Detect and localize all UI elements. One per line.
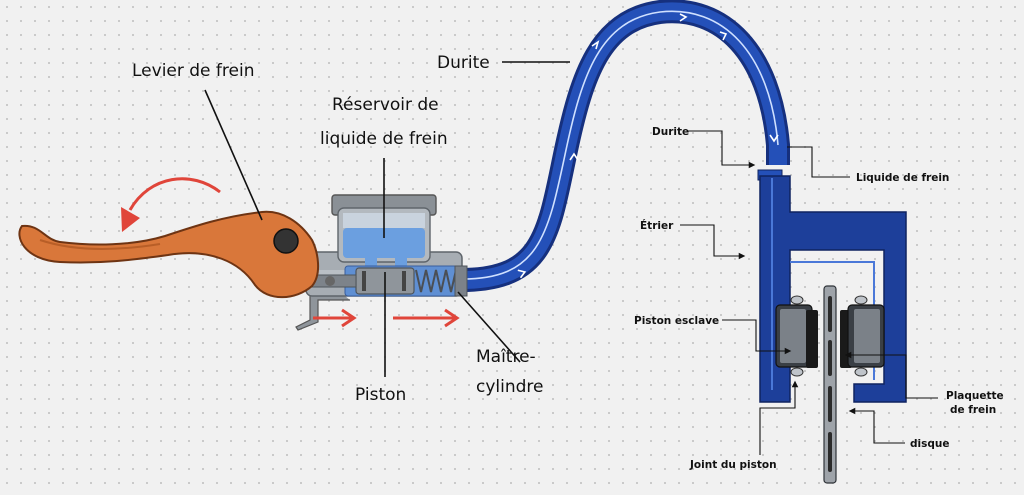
label-hose-main: Durite bbox=[437, 53, 490, 73]
label-fluid: Liquide de frein bbox=[856, 172, 949, 184]
master-cylinder bbox=[295, 194, 468, 331]
brake-lever bbox=[18, 210, 319, 299]
label-lever: Levier de frein bbox=[132, 61, 254, 81]
label-caliper: Étrier bbox=[640, 219, 674, 232]
caliper bbox=[757, 169, 907, 403]
label-pad-line2: de frein bbox=[950, 404, 996, 416]
piston-motion-arrows-icon bbox=[313, 308, 460, 328]
label-master-line1: Maître- bbox=[476, 347, 536, 367]
leader-lines bbox=[204, 61, 938, 455]
label-piston: Piston bbox=[355, 385, 406, 405]
label-disc: disque bbox=[910, 438, 949, 450]
label-reservoir-line1: Réservoir de bbox=[332, 95, 439, 115]
label-seal: Joint du piston bbox=[689, 459, 777, 471]
label-slave-piston: Piston esclave bbox=[634, 315, 719, 327]
label-hose-small: Durite bbox=[652, 126, 689, 138]
lever-motion-arrow-icon bbox=[121, 177, 221, 232]
label-reservoir-line2: liquide de frein bbox=[320, 129, 448, 149]
brake-hose bbox=[454, 0, 790, 293]
label-master-line2: cylindre bbox=[476, 377, 544, 397]
brake-disc bbox=[823, 285, 837, 484]
label-pad-line1: Plaquette bbox=[946, 390, 1004, 402]
